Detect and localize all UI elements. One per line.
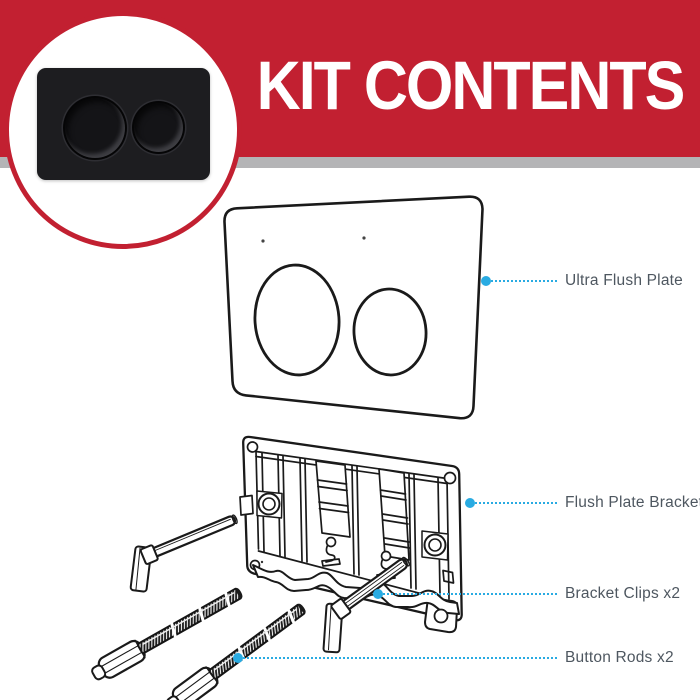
callout-button-rods: Button Rods x2 <box>233 649 674 666</box>
callout-dot <box>373 589 383 599</box>
callout-leader-line <box>383 593 557 595</box>
button-rod-drawing-2 <box>166 603 306 700</box>
flush-button-large <box>65 98 125 158</box>
callout-bracket-clips: Bracket Clips x2 <box>373 585 681 602</box>
callout-label: Flush Plate Bracket <box>565 494 700 511</box>
bracket-clip-drawing-1 <box>129 514 238 593</box>
bracket-clip-drawing-2 <box>322 556 411 654</box>
callout-dot <box>233 653 243 663</box>
callout-leader-line <box>243 657 557 659</box>
callout-leader-line <box>475 502 557 504</box>
callout-dot <box>481 276 491 286</box>
flush-plate-bracket-drawing <box>239 435 463 634</box>
callout-ultra-flush-plate: Ultra Flush Plate <box>481 272 683 289</box>
flush-plate-drawing <box>223 195 484 420</box>
callout-dot <box>465 498 475 508</box>
callout-label: Bracket Clips x2 <box>565 585 681 602</box>
product-badge-circle <box>4 11 242 249</box>
flush-button-small <box>134 103 183 152</box>
callout-label: Ultra Flush Plate <box>565 272 683 289</box>
button-rod-drawing-1 <box>91 587 243 681</box>
page-title: KIT CONTENTS <box>256 47 686 124</box>
product-photo-flush-plate <box>37 68 210 180</box>
callout-label: Button Rods x2 <box>565 649 674 666</box>
callout-leader-line <box>491 280 557 282</box>
header-divider-stripe <box>0 157 700 168</box>
callout-flush-plate-bracket: Flush Plate Bracket <box>465 494 700 511</box>
